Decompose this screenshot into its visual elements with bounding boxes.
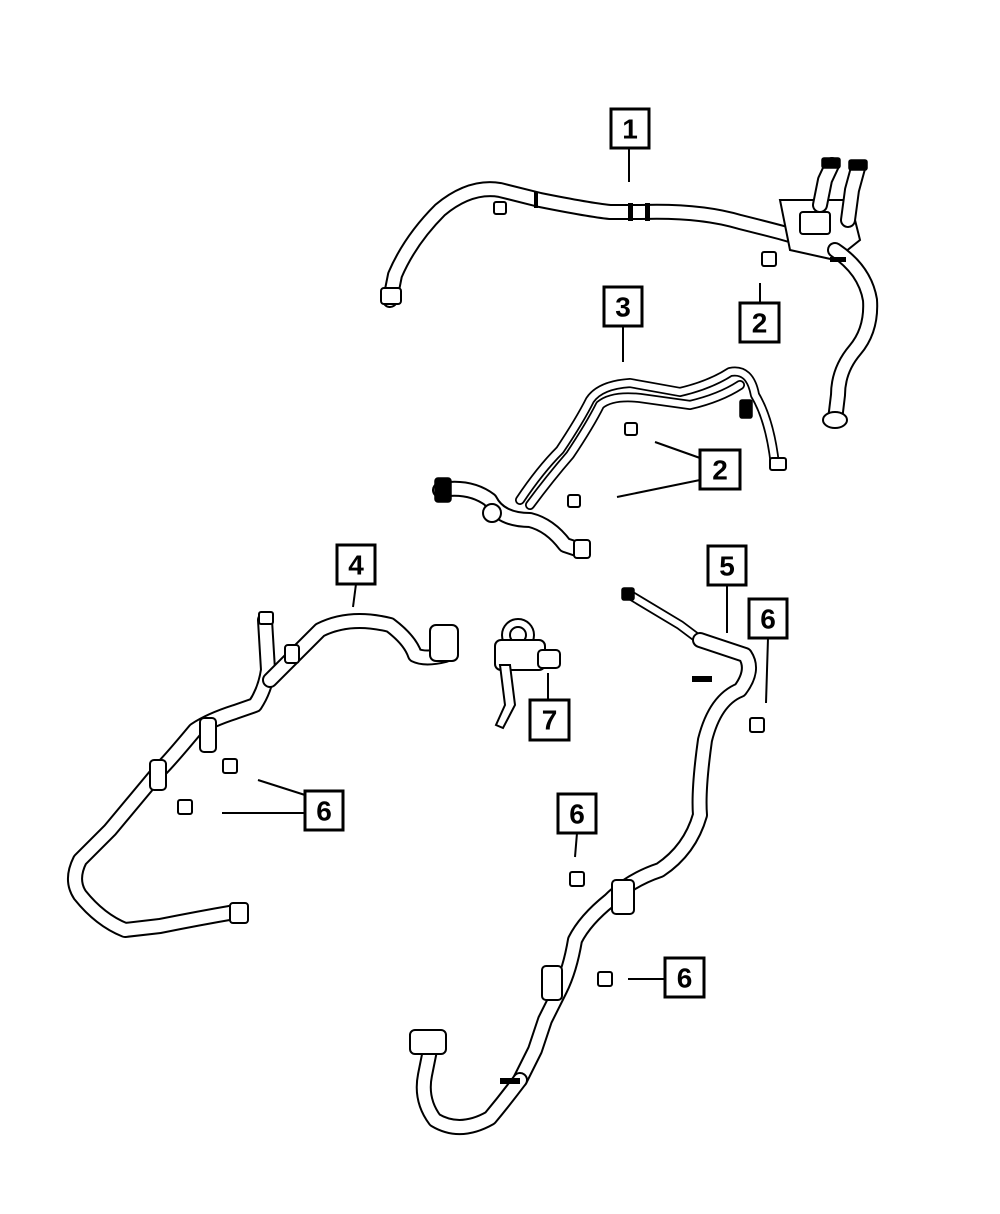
- callout-2-middle: 2: [698, 448, 742, 491]
- leader-6c: [574, 832, 578, 858]
- fastener-part-6-left-b: [177, 799, 193, 815]
- callout-6-bottom: 6: [663, 956, 706, 999]
- callout-6-right: 6: [747, 597, 789, 640]
- callout-3: 3: [602, 285, 644, 328]
- fastener-part-6-left-a: [222, 758, 238, 774]
- fastener-part-2-top: [761, 251, 777, 267]
- leader-2b-2: [616, 479, 701, 498]
- callout-4: 4: [335, 543, 377, 586]
- callout-2-top: 2: [738, 301, 781, 344]
- part-3-hose-assembly: [432, 366, 787, 559]
- callout-6-center: 6: [556, 792, 598, 835]
- part-1-heater-hose-assembly: [380, 157, 879, 429]
- leader-lines: [222, 148, 769, 980]
- callout-6-center-label: 6: [569, 799, 585, 830]
- fastener-part-2-mid-b: [567, 494, 581, 508]
- part-4-hose-assembly: [67, 611, 459, 938]
- leader-4: [352, 583, 357, 608]
- callout-6-left-label: 6: [316, 796, 332, 827]
- callout-2-top-label: 2: [752, 308, 768, 339]
- part-5-hose-assembly: [409, 587, 757, 1135]
- callout-3-label: 3: [615, 292, 631, 323]
- callout-4-label: 4: [348, 550, 364, 581]
- callout-7-label: 7: [542, 705, 558, 736]
- callout-6-bottom-label: 6: [677, 963, 693, 994]
- callout-7: 7: [528, 698, 571, 742]
- callout-6-left: 6: [303, 789, 345, 832]
- callout-1-label: 1: [622, 114, 638, 145]
- callout-5: 5: [706, 544, 748, 587]
- fastener-part-6-center: [569, 871, 585, 887]
- callout-2-middle-label: 2: [712, 455, 728, 486]
- callout-6-right-label: 6: [760, 604, 776, 635]
- leader-6b-1: [257, 779, 306, 796]
- leader-2b-1: [654, 441, 701, 459]
- leader-6a: [765, 637, 769, 704]
- part-7-valve: [494, 618, 561, 730]
- fastener-part-6-bottom: [597, 971, 613, 987]
- callout-5-label: 5: [719, 551, 735, 582]
- callout-1: 1: [609, 107, 651, 150]
- fastener-part-2-mid-a: [624, 422, 638, 436]
- fastener-part-6-right: [749, 717, 765, 733]
